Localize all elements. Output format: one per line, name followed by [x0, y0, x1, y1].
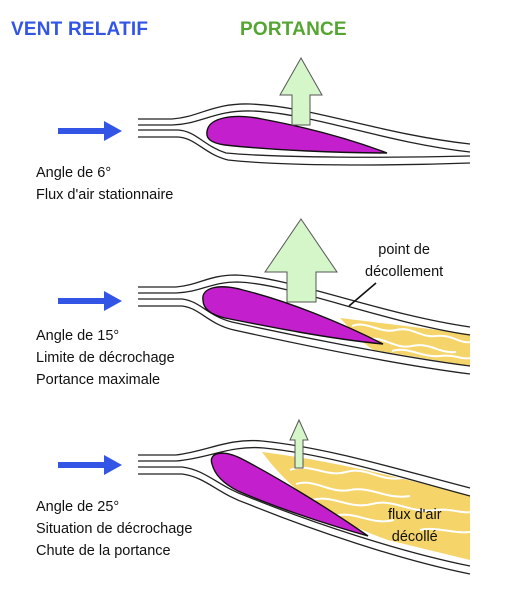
- caption-line: Limite de décrochage: [36, 350, 175, 366]
- airfoil-icon: [210, 452, 369, 537]
- caption-line: Angle de 25°: [36, 499, 120, 515]
- caption-line: Portance maximale: [36, 372, 161, 388]
- wind-arrow-icon: [58, 455, 122, 475]
- turbulence-zone: [340, 318, 470, 366]
- streamlines: [138, 274, 471, 375]
- note-line: décollement: [365, 264, 444, 280]
- panel-15deg-caption: Angle de 15° Limite de décrochage Portan…: [36, 325, 175, 391]
- wind-heading: VENT RELATIF: [11, 19, 149, 40]
- caption-line: Angle de 6°: [36, 165, 112, 181]
- caption-line: Angle de 15°: [36, 328, 120, 344]
- turbulence-swirls: [351, 323, 471, 360]
- turbulence-swirls: [289, 466, 471, 534]
- lift-arrow-icon: [289, 418, 309, 469]
- panel-25deg: [58, 418, 471, 575]
- wind-arrow-icon: [58, 121, 122, 141]
- lift-arrow-icon: [279, 56, 323, 126]
- panel-6deg: [58, 56, 471, 166]
- separated-flow-label: flux d'air décollé: [388, 504, 442, 548]
- panel-25deg-caption: Angle de 25° Situation de décrochage Chu…: [36, 496, 192, 562]
- airfoil-icon: [202, 286, 384, 345]
- note-line: point de: [378, 242, 430, 258]
- caption-line: Chute de la portance: [36, 543, 171, 559]
- note-line: flux d'air: [388, 507, 442, 523]
- separation-point-label: point de décollement: [365, 239, 443, 283]
- streamlines: [138, 439, 471, 575]
- note-line: décollé: [391, 529, 438, 545]
- separation-pointer: [348, 282, 377, 307]
- caption-line: Flux d'air stationnaire: [36, 187, 174, 203]
- streamlines: [138, 103, 471, 166]
- panel-6deg-caption: Angle de 6° Flux d'air stationnaire: [36, 162, 173, 206]
- lift-arrow-icon: [264, 218, 338, 303]
- lift-heading: PORTANCE: [240, 19, 347, 40]
- wind-arrow-icon: [58, 291, 122, 311]
- caption-line: Situation de décrochage: [36, 521, 193, 537]
- panel-15deg: [58, 218, 471, 375]
- airfoil-icon: [206, 115, 388, 154]
